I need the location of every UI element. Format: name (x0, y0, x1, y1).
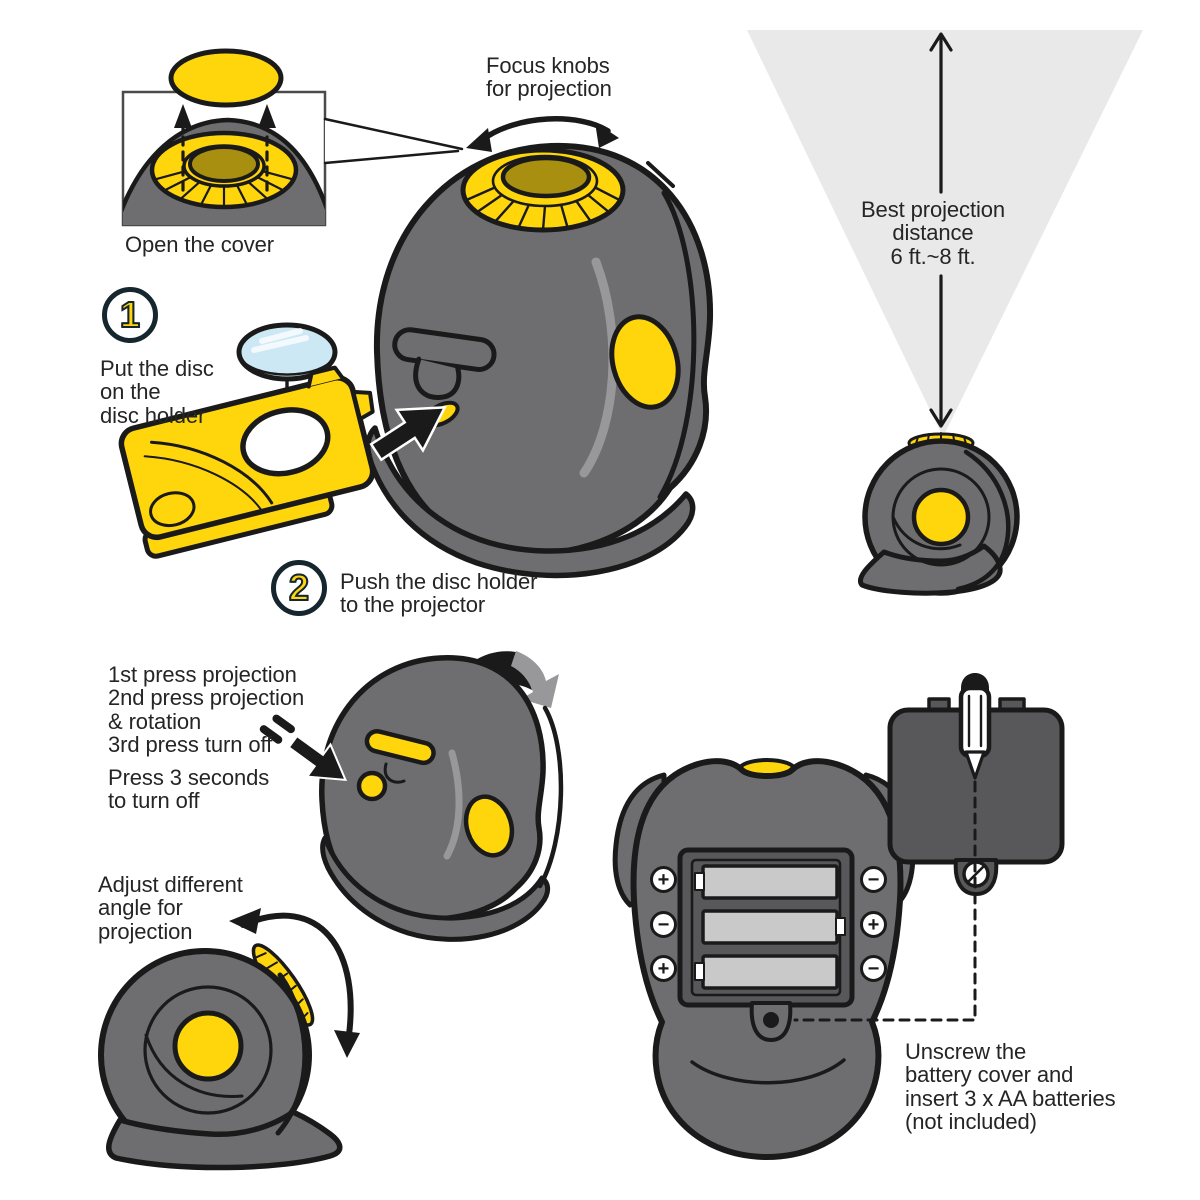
step2-number: 2 (288, 566, 310, 609)
lift-arrows-icon (174, 104, 276, 192)
cover-disc (168, 48, 284, 108)
press-arrow-icon (259, 714, 348, 782)
polarity-minus-icon: − (860, 866, 887, 893)
adjust-angle-label: Adjust different angle for projection (98, 872, 243, 944)
polarity-minus-icon: − (650, 911, 677, 938)
step1-number: 1 (119, 293, 141, 336)
step1-badge: 1 (102, 287, 158, 343)
open-cover-label: Open the cover (125, 232, 275, 257)
polarity-plus-icon: + (860, 911, 887, 938)
projector-side-left (98, 943, 343, 1171)
projector-press (259, 651, 564, 942)
picture-disc (236, 322, 338, 382)
distance-arrow-down-icon (929, 408, 953, 428)
projector-side-right (858, 432, 1020, 596)
step2-label: Push the disc holder to the projector (340, 569, 538, 618)
projector-main (339, 142, 714, 579)
distance-arrow-up-icon (929, 32, 953, 52)
battery (701, 909, 846, 945)
polarity-plus-icon: + (650, 866, 677, 893)
projection-cone (747, 30, 1143, 437)
press-sequence-label: 1st press projection 2nd press projectio… (108, 662, 305, 757)
open-cover-illustration (121, 48, 464, 227)
angle-arrow-icon (229, 908, 360, 1058)
polarity-minus-icon: − (860, 955, 887, 982)
disc-holder (118, 365, 376, 559)
cover-link-dashed-line (793, 780, 977, 1022)
screw-icon (763, 1012, 779, 1028)
screwdriver-icon (958, 673, 992, 780)
press-hold-label: Press 3 seconds to turn off (108, 765, 270, 814)
step1-label: Put the disc on the disc holder (100, 356, 214, 428)
polarity-plus-icon: + (650, 955, 677, 982)
step2-badge: 2 (271, 560, 327, 616)
battery-label: Unscrew the battery cover and insert 3 x… (905, 1039, 1116, 1134)
battery-compartment (677, 847, 855, 1008)
focus-knobs-label: Focus knobs for projection (486, 53, 612, 102)
focus-rotate-arrow-icon (466, 116, 619, 152)
projection-distance-label: Best projection distance 6 ft.~8 ft. (860, 197, 1006, 269)
disc-slot (392, 327, 497, 401)
battery (694, 954, 839, 990)
battery (694, 864, 839, 900)
callout-wedge (325, 119, 462, 163)
